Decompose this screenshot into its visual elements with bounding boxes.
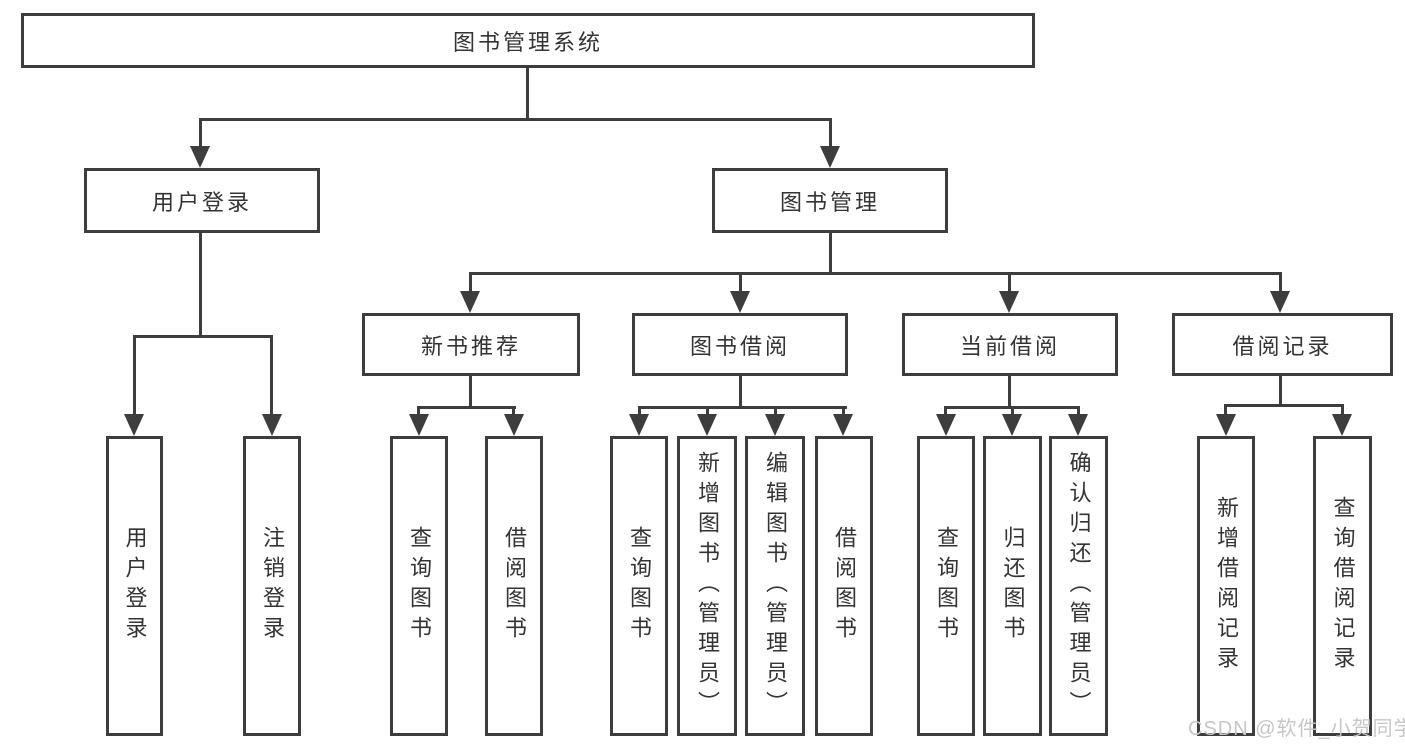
connector-level3-branch [469,272,1282,275]
connector-borrow-leaf4-drop [842,406,845,418]
connector-login-stem [199,233,202,338]
leaf-add-borrow-record: 新增借阅记录 [1197,436,1255,736]
leaf-query-books-current: 查询图书 [917,436,975,736]
connector-newbooks-drop [469,272,472,294]
connector-borrow-branch [638,406,847,409]
leaf-logout: 注销登录 [243,436,301,736]
arrowhead-borrow-leaf4 [833,414,853,436]
connector-login-branch [133,335,273,338]
connector-records-drop [1279,272,1282,294]
connector-records-leaf1-drop [1224,404,1227,418]
leaf-return-book: 归还图书 [983,436,1042,736]
arrowhead-records-leaf2 [1332,414,1352,436]
arrowhead-current-leaf2 [1002,414,1022,436]
leaf-edit-book-admin: 编辑图书（管理员） [745,436,805,736]
connector-current-stem [1008,376,1011,409]
connector-login-drop [199,118,202,150]
leaf-add-borrow-record-label: 新增借阅记录 [1214,496,1239,676]
node-user-login: 用户登录 [84,168,320,233]
leaf-user-login-label: 用户登录 [122,526,148,646]
connector-newbooks-leaf1-drop [417,406,420,418]
leaf-add-book-admin: 新增图书（管理员） [677,436,737,736]
arrowhead-mgmt [820,146,840,168]
connector-records-branch [1224,404,1344,407]
arrowhead-borrow-leaf3 [765,414,785,436]
node-new-book-recommend: 新书推荐 [362,313,580,376]
leaf-borrow-books-label: 借阅图书 [832,526,857,646]
arrowhead-login [190,146,210,168]
leaf-logout-label: 注销登录 [260,526,285,646]
leaf-query-books-recommend-label: 查询图书 [407,526,432,646]
arrowhead-newbooks-leaf1 [409,414,429,436]
arrowhead-borrow [730,291,750,313]
leaf-borrow-books-recommend: 借阅图书 [485,436,543,736]
connector-login-leaf2-drop [270,335,273,418]
arrowhead-newbooks-leaf2 [504,414,524,436]
arrowhead-current-leaf1 [936,414,956,436]
connector-borrow-leaf3-drop [774,406,777,418]
connector-newbooks-stem [469,376,472,409]
leaf-query-borrow-record: 查询借阅记录 [1313,436,1372,736]
connector-level2-branch [199,118,832,121]
arrowhead-current [999,291,1019,313]
node-root-label: 图书管理系统 [452,29,603,55]
node-current-borrow-label: 当前借阅 [959,333,1060,359]
leaf-borrow-books-recommend-label: 借阅图书 [502,526,527,646]
connector-newbooks-leaf2-drop [512,406,515,418]
arrowhead-login-leaf2 [262,414,282,436]
node-borrow-records: 借阅记录 [1172,313,1393,376]
leaf-query-books-borrow: 查询图书 [610,436,668,736]
connector-mgmt-stem [829,233,832,275]
arrowhead-borrow-leaf1 [629,414,649,436]
node-user-login-label: 用户登录 [151,189,252,215]
leaf-query-books-borrow-label: 查询图书 [627,526,652,646]
node-book-management-label: 图书管理 [779,189,880,215]
connector-newbooks-branch [418,406,516,409]
leaf-user-login: 用户登录 [106,436,163,736]
arrowhead-login-leaf1 [124,414,144,436]
connector-current-leaf3-drop [1077,406,1080,418]
arrowhead-records-leaf1 [1216,414,1236,436]
leaf-add-book-admin-label: 新增图书（管理员） [695,451,720,721]
leaf-borrow-books: 借阅图书 [815,436,873,736]
leaf-query-borrow-record-label: 查询借阅记录 [1330,496,1356,676]
leaf-confirm-return-admin: 确认归还（管理员） [1049,436,1108,736]
leaf-query-books-current-label: 查询图书 [934,526,959,646]
leaf-edit-book-admin-label: 编辑图书（管理员） [763,451,788,721]
connector-borrow-drop [739,272,742,294]
connector-login-leaf1-drop [133,335,136,418]
connector-mgmt-drop [829,118,832,150]
node-borrow-records-label: 借阅记录 [1232,333,1333,359]
connector-current-drop [1008,272,1011,294]
connector-root-stem [526,68,529,121]
arrowhead-records [1270,291,1290,313]
arrowhead-newbooks [460,291,480,313]
connector-current-leaf1-drop [944,406,947,418]
leaf-confirm-return-admin-label: 确认归还（管理员） [1066,451,1092,721]
connector-borrow-leaf2-drop [706,406,709,418]
connector-current-leaf2-drop [1011,406,1014,418]
node-library-management-system: 图书管理系统 [21,13,1035,68]
leaf-query-books-recommend: 查询图书 [390,436,448,736]
arrowhead-borrow-leaf2 [697,414,717,436]
leaf-return-book-label: 归还图书 [1000,526,1026,646]
node-new-book-recommend-label: 新书推荐 [420,333,521,359]
arrowhead-current-leaf3 [1068,414,1088,436]
connector-borrow-leaf1-drop [638,406,641,418]
node-current-borrow: 当前借阅 [902,313,1118,376]
connector-records-leaf2-drop [1341,404,1344,418]
csdn-watermark: CSDN @软件_小贺同学 [1188,718,1405,740]
connector-borrow-stem [739,376,742,409]
node-book-borrow: 图书借阅 [632,313,848,376]
node-book-borrow-label: 图书借阅 [689,333,790,359]
node-book-management: 图书管理 [712,168,948,233]
connector-records-stem [1279,376,1282,406]
